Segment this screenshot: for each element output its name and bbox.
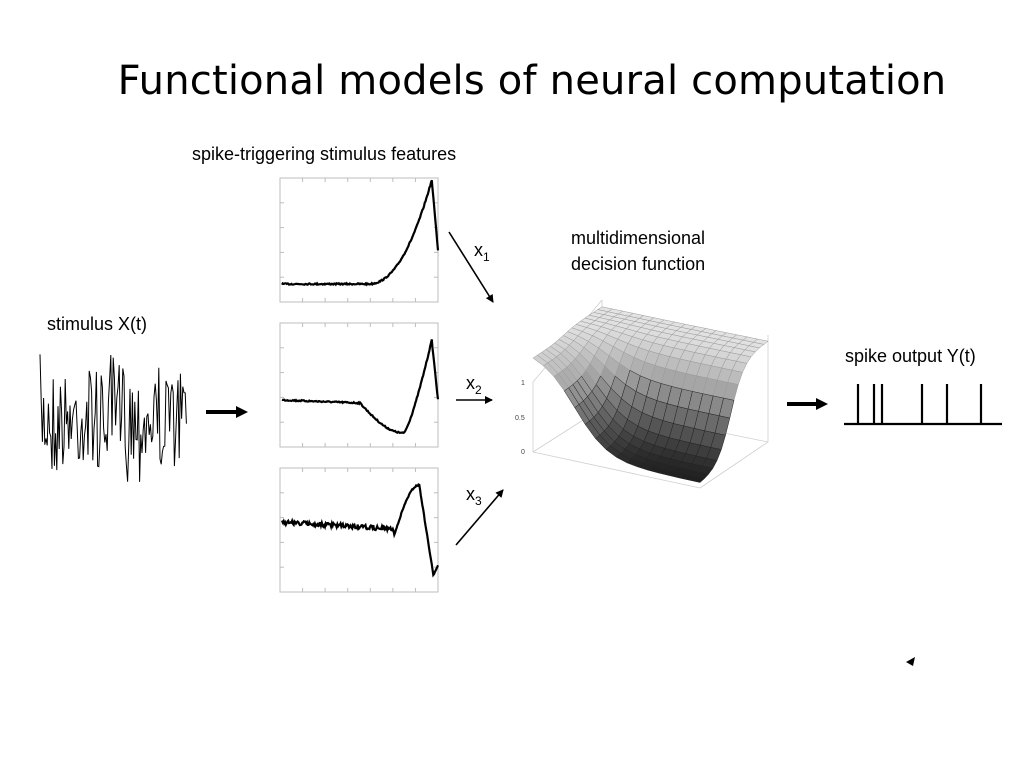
decision-label-line1: multidimensional [571,228,706,248]
spike-train [844,384,1002,426]
decision-label-line2: decision function [571,254,706,274]
feature-panel-3 [279,467,440,593]
arrow-decision-to-output [787,398,828,410]
feature-panel-1 [279,177,440,303]
projection-label-1: x1 [474,240,490,264]
projection-label-2: x2 [466,373,482,397]
feature-curve-1 [281,179,440,287]
arrow-x1 [448,231,494,303]
decision-surface-plot: 1 0.5 0 [515,299,769,489]
stimulus-label: stimulus X(t) [47,314,148,334]
surface-tick-0-5: 0.5 [515,415,525,422]
arrow-stimulus-to-features [206,406,248,418]
stimulus-trace [39,354,187,482]
decision-function-label: multidimensional decision function [571,225,705,277]
projection-label-3: x3 [466,484,482,508]
arrow-x3 [455,489,504,546]
feature-curve-2 [281,339,440,435]
features-heading: spike-triggering stimulus features [192,144,457,164]
slide-title: Functional models of neural computation [117,58,947,104]
feature-panel-2 [279,322,440,448]
spike-output-label: spike output Y(t) [845,346,976,366]
surface-tick-0: 0 [521,449,525,456]
cursor-mark [906,657,915,666]
feature-curve-3 [280,483,440,578]
surface-tick-1: 1 [521,380,525,387]
surface-facet [689,476,705,483]
